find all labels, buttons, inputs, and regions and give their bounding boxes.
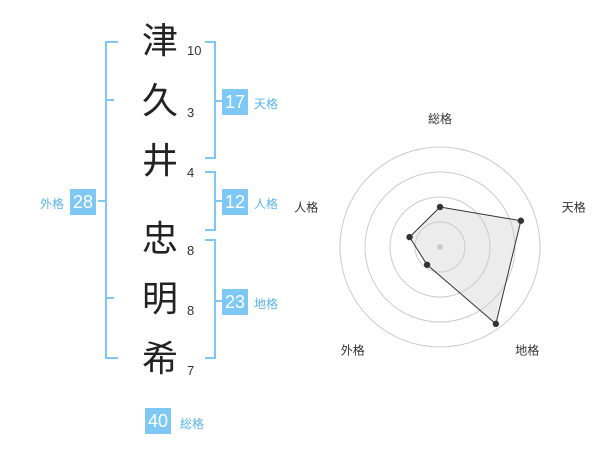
radar-axis-label: 総格 xyxy=(428,111,452,126)
radar-point xyxy=(492,320,500,328)
radar-ring xyxy=(364,171,516,323)
radar-ring xyxy=(414,221,466,273)
chikaku-bracket xyxy=(205,239,216,359)
stroke-count-5: 8 xyxy=(187,303,195,318)
name-char-1: 津 xyxy=(141,21,178,62)
radar-point xyxy=(436,203,444,211)
soukaku-value: 40 xyxy=(145,408,172,434)
soukaku-label: 総格 xyxy=(180,417,205,431)
stroke-count-4: 8 xyxy=(187,243,195,258)
radar-area xyxy=(408,206,522,325)
stroke-count-3: 4 xyxy=(187,165,195,180)
tenkaku-value: 17 xyxy=(222,89,249,115)
name-char-2: 久 xyxy=(141,81,178,122)
chikaku-value: 23 xyxy=(222,289,249,315)
name-char-5: 明 xyxy=(141,279,178,320)
name-char-4: 忠 xyxy=(141,219,178,260)
radar-point xyxy=(406,233,413,241)
stroke-count-1: 10 xyxy=(187,43,202,58)
stroke-count-2: 3 xyxy=(187,105,195,120)
jinkaku-value: 12 xyxy=(222,189,249,215)
radar-axis-label: 天格 xyxy=(562,199,586,214)
radar-ring xyxy=(389,196,491,298)
radar-center-dot xyxy=(437,244,443,250)
name-char-6: 希 xyxy=(141,339,178,380)
jinkaku-label: 人格 xyxy=(254,197,279,211)
radar-ring xyxy=(339,146,541,348)
radar-point xyxy=(517,217,525,224)
name-char-3: 井 xyxy=(141,141,178,182)
stroke-count-6: 7 xyxy=(187,363,195,378)
chikaku-label: 地格 xyxy=(254,297,279,311)
radar-axis-label: 外格 xyxy=(341,343,365,358)
gaikaku-value: 28 xyxy=(70,189,97,215)
radar-axis-label: 地格 xyxy=(515,343,539,358)
radar-axis-label: 人格 xyxy=(294,199,318,214)
tenkaku-label: 天格 xyxy=(254,97,279,111)
radar-point xyxy=(423,261,431,268)
gaikaku-label: 外格 xyxy=(40,197,65,211)
